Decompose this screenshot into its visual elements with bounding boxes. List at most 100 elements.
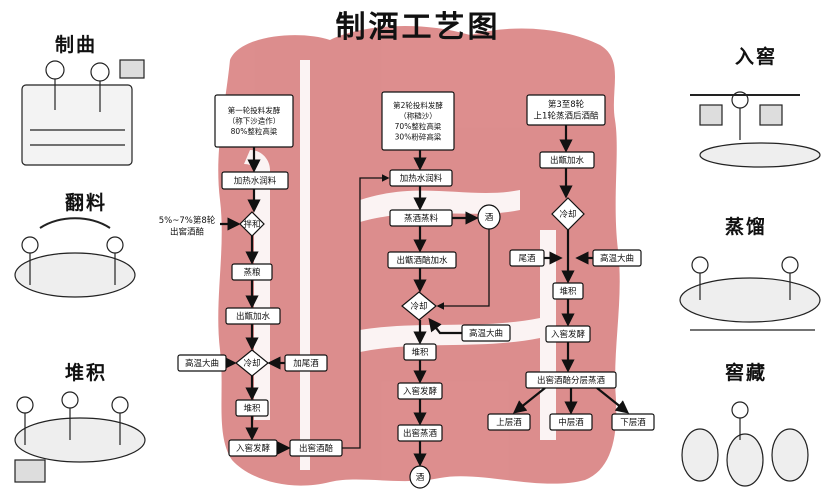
node-r1-tail: 加尾酒 — [284, 354, 328, 372]
node-text: 上1轮蒸酒后酒醅 — [534, 111, 599, 122]
illustration-fanliao — [14, 217, 136, 298]
node-text: 70%整粒高粱 — [395, 121, 442, 131]
node-shape — [592, 249, 642, 267]
node-shape — [509, 249, 545, 267]
node-text: （称糙沙） — [399, 110, 437, 120]
node-r2-pile: 堆积 — [403, 343, 437, 361]
node-shape — [526, 94, 606, 126]
node-text: 30%粉碎高粱 — [395, 131, 442, 141]
node-text: 入窖发酵 — [403, 386, 438, 397]
node-shape — [461, 324, 511, 342]
label-zhiqu: 制曲 — [55, 34, 98, 56]
illustration-rujiao — [690, 91, 821, 168]
node-r3-water: 出甑加水 — [539, 151, 595, 169]
node-text: 第3至8轮 — [548, 99, 585, 110]
node-text: 出甑加水 — [236, 311, 271, 322]
page-title: 制酒工艺图 — [335, 10, 501, 45]
node-text: 出窖蒸酒 — [403, 428, 438, 439]
node-r3-cool: 冷却 — [551, 197, 585, 231]
node-shape — [239, 211, 265, 237]
node-shape — [477, 204, 501, 230]
node-text: 出甑加水 — [550, 155, 585, 166]
node-r3-qu: 高温大曲 — [592, 249, 642, 267]
node-text: 尾酒 — [518, 254, 536, 264]
node-text: 中层酒 — [558, 417, 584, 428]
node-r1-ferm: 入窖发酵 — [228, 439, 278, 457]
node-shape — [235, 399, 269, 417]
node-shape — [539, 151, 595, 169]
node-text: 下层酒 — [620, 418, 646, 428]
node-r2-qu: 高温大曲 — [461, 324, 511, 342]
illustration-duiji — [14, 391, 146, 483]
node-text: 高温大曲 — [600, 253, 634, 264]
node-shape — [397, 382, 443, 400]
node-shape — [551, 197, 585, 231]
node-text: 堆积 — [559, 286, 577, 297]
illustration-zhengliu — [679, 256, 821, 331]
node-r3-low: 下层酒 — [611, 413, 655, 431]
node-shape — [487, 413, 531, 431]
node-r2-ferm: 入窖发酵 — [397, 382, 443, 400]
node-shape — [549, 413, 593, 431]
node-shape — [231, 263, 273, 281]
node-text: 80%整粒高粱 — [231, 126, 278, 136]
node-text: 酒 — [485, 213, 494, 223]
node-text: 蒸粮 — [243, 267, 261, 278]
node-r1-qu: 高温大曲 — [177, 354, 227, 372]
node-shape — [397, 424, 443, 442]
node-text: 拌和 — [243, 219, 260, 230]
node-r3-mid: 中层酒 — [549, 413, 593, 431]
node-r2-steam: 蒸酒蒸料 — [389, 209, 453, 227]
node-text: 出甑酒醅加水 — [396, 255, 448, 266]
node-text: 高温大曲 — [185, 358, 219, 369]
node-shape — [611, 413, 655, 431]
node-shape — [389, 209, 453, 227]
node-shape — [235, 349, 269, 377]
flow-nodes: 第一轮投料发酵（称下沙造作）80%整粒高粱加热水润料5%~7%第8轮出窖酒醅拌和… — [159, 91, 655, 489]
label-duiji: 堆积 — [65, 362, 108, 384]
connector-r1-r2 — [342, 174, 390, 449]
node-shape — [228, 439, 278, 457]
flow-arrow — [428, 317, 462, 335]
node-r2-heat: 加热水润料 — [389, 169, 453, 187]
node-r3-layer: 出窖酒醅分层蒸酒 — [525, 371, 617, 389]
node-shape — [214, 94, 294, 148]
node-text: 出窖酒醅 — [170, 227, 205, 238]
label-zhengliu: 蒸馏 — [725, 216, 768, 238]
node-text: （称下沙造作） — [228, 116, 281, 126]
node-text: 冷却 — [559, 209, 576, 220]
node-text: 蒸酒蒸料 — [404, 213, 439, 224]
seal-gap-1 — [300, 60, 310, 470]
node-r3-ferm: 入窖发酵 — [545, 325, 591, 343]
node-text: 冷却 — [410, 301, 427, 312]
node-text: 第2轮投料发酵 — [393, 100, 443, 110]
node-r1-steam: 蒸粮 — [231, 263, 273, 281]
label-jiaocang: 窖藏 — [725, 362, 768, 384]
node-text: 5%~7%第8轮 — [159, 215, 216, 226]
node-r1-cool: 冷却 — [235, 349, 269, 377]
node-r2-cool: 冷却 — [401, 291, 437, 321]
node-shape — [552, 282, 584, 300]
node-text: 加热水润料 — [234, 175, 277, 186]
node-r2-sout: 出窖蒸酒 — [397, 424, 443, 442]
node-r3-tail: 尾酒 — [509, 249, 545, 267]
connector-liquor-back — [436, 229, 490, 310]
node-text: 冷却 — [243, 358, 260, 369]
node-text: 出窖酒醅 — [299, 443, 334, 454]
illustration-jiaocang — [681, 401, 809, 487]
node-shape — [284, 354, 328, 372]
node-text: 加热水润料 — [400, 173, 443, 184]
node-shape — [545, 325, 591, 343]
node-r1-heat: 加热水润料 — [221, 171, 289, 190]
node-r1-pile: 堆积 — [235, 399, 269, 417]
node-text: 酒 — [416, 473, 425, 483]
node-text: 上层酒 — [496, 418, 522, 428]
node-shape — [387, 251, 457, 269]
node-r1-water: 出甑加水 — [225, 307, 281, 325]
node-shape — [289, 439, 343, 457]
node-shape — [401, 291, 437, 321]
